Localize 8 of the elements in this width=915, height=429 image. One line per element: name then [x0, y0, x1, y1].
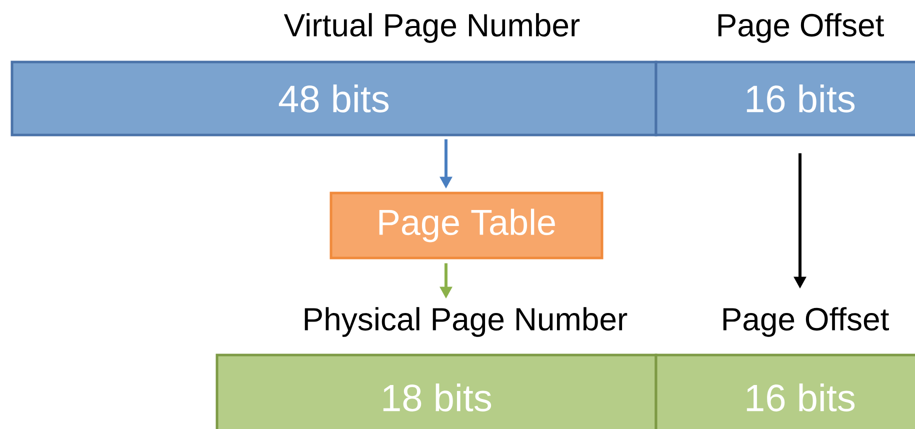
process-box: Page Table — [330, 192, 604, 260]
field-label: Page Offset — [723, 307, 889, 337]
field-label: Virtual Page Number — [284, 13, 580, 43]
field-segment: 16 bits — [654, 60, 915, 136]
field-label: Physical Page Number — [304, 307, 628, 337]
field-label: Page Offset — [718, 13, 884, 43]
field-segment: 18 bits — [216, 354, 658, 429]
field-segment: 16 bits — [654, 354, 915, 429]
